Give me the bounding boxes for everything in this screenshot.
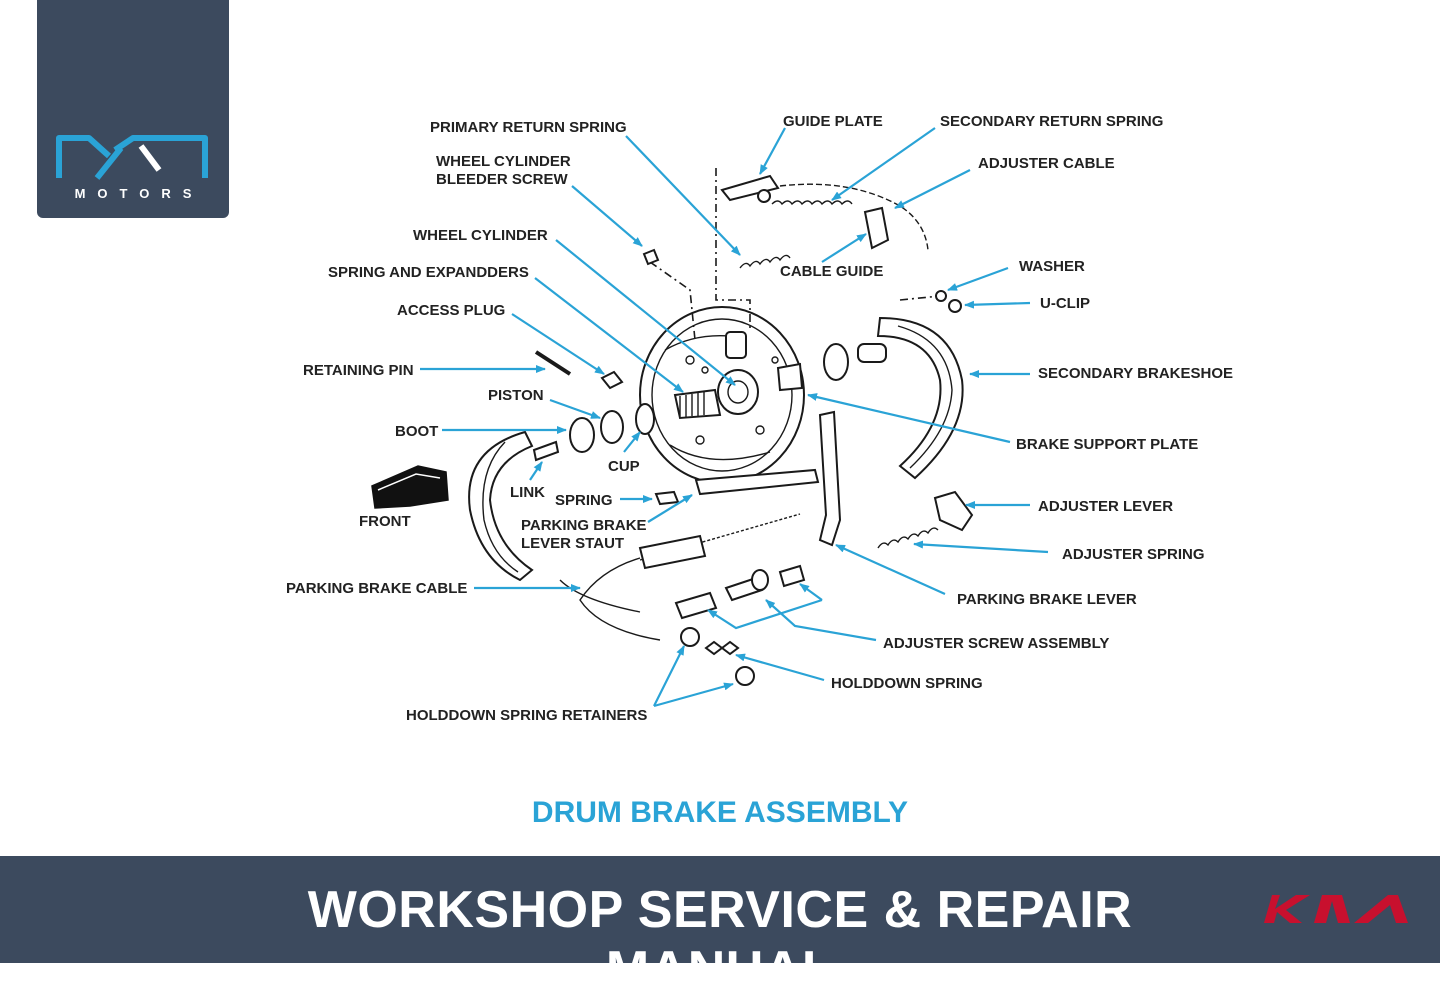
piston-drawing [600, 410, 624, 444]
label-adjuster-screw-assembly: ADJUSTER SCREW ASSEMBLY [883, 635, 1109, 652]
label-parking-brake-lever-staut-line2: LEVER STAUT [521, 535, 624, 552]
adjuster-screw-assembly-drawing [674, 564, 806, 620]
label-link: LINK [510, 484, 545, 501]
spring-drawing [654, 490, 680, 506]
drum-brake-diagram: PRIMARY RETURN SPRING GUIDE PLATE SECOND… [286, 113, 1233, 724]
label-primary-return-spring: PRIMARY RETURN SPRING [430, 119, 627, 136]
label-adjuster-lever: ADJUSTER LEVER [1038, 498, 1173, 515]
u-clip-drawing [948, 299, 962, 313]
leader-arrows [420, 127, 1049, 708]
label-parking-brake-lever-staut-line1: PARKING BRAKE [521, 517, 647, 534]
label-parking-brake-cable: PARKING BRAKE CABLE [286, 580, 467, 597]
label-guide-plate: GUIDE PLATE [783, 113, 883, 130]
label-adjuster-spring: ADJUSTER SPRING [1062, 546, 1205, 563]
label-wheel-cylinder: WHEEL CYLINDER [413, 227, 548, 244]
logo-wordmark: MOTORS [74, 186, 204, 201]
label-front: FRONT [359, 513, 411, 530]
adjuster-spring-drawing [877, 527, 939, 549]
part-labels: PRIMARY RETURN SPRING GUIDE PLATE SECOND… [286, 113, 1233, 724]
label-washer: WASHER [1019, 258, 1085, 275]
holddown-retainer-1-drawing [680, 627, 700, 647]
guide-plate-drawing [720, 174, 929, 251]
label-u-clip: U-CLIP [1040, 295, 1090, 312]
label-secondary-brakeshoe: SECONDARY BRAKESHOE [1038, 365, 1233, 382]
diagram-title: DRUM BRAKE ASSEMBLY [531, 796, 909, 829]
label-cup: CUP [608, 458, 640, 475]
holddown-retainer-2-drawing [735, 666, 755, 686]
label-retaining-pin: RETAINING PIN [303, 362, 414, 379]
kia-logo-icon [1264, 895, 1408, 923]
footer-banner: WORKSHOP SERVICE & REPAIR MANUAL [0, 856, 1440, 999]
primary-brakeshoe-drawing [468, 430, 534, 582]
label-spring-and-expandders: SPRING AND EXPANDDERS [328, 264, 529, 281]
label-piston: PISTON [488, 387, 544, 404]
label-holddown-spring-retainers: HOLDDOWN SPRING RETAINERS [406, 707, 647, 724]
wheel-cylinder-drawing [673, 331, 804, 420]
retaining-pin-drawing [534, 350, 572, 376]
link-drawing [532, 440, 560, 462]
primary-return-spring-drawing [739, 254, 791, 269]
label-boot: BOOT [395, 423, 438, 440]
label-wheel-cylinder-bleeder-screw-line2: BLEEDER SCREW [436, 171, 569, 188]
brand-logo-panel: MOTORS [37, 0, 229, 218]
brake-support-plate-drawing [639, 306, 805, 484]
boot-drawing [569, 417, 595, 453]
footer-title: WORKSHOP SERVICE & REPAIR MANUAL [307, 881, 1133, 999]
label-adjuster-cable: ADJUSTER CABLE [978, 155, 1115, 172]
label-cable-guide: CABLE GUIDE [780, 263, 883, 280]
label-spring: SPRING [555, 492, 613, 509]
parking-brake-lever-drawing [818, 410, 842, 547]
label-access-plug: ACCESS PLUG [397, 302, 505, 319]
parking-brake-cable-drawing [559, 513, 801, 641]
label-wheel-cylinder-bleeder-screw-line1: WHEEL CYLINDER [436, 153, 571, 170]
parking-brake-lever-staut-drawing [694, 468, 820, 496]
label-parking-brake-lever: PARKING BRAKE LEVER [957, 591, 1137, 608]
parts-drawing [371, 168, 974, 686]
cup-drawing [635, 403, 655, 435]
mm-motors-logo-icon [56, 135, 208, 180]
holddown-spring-drawing [704, 640, 740, 656]
adjuster-lever-drawing [933, 490, 974, 532]
access-plug-drawing [600, 370, 624, 390]
secondary-brakeshoe-drawing [876, 316, 964, 480]
label-secondary-return-spring: SECONDARY RETURN SPRING [940, 113, 1163, 130]
bleeder-screw-drawing [642, 248, 660, 266]
label-brake-support-plate: BRAKE SUPPORT PLATE [1016, 436, 1198, 453]
label-holddown-spring: HOLDDOWN SPRING [831, 675, 983, 692]
washer-drawing [935, 290, 947, 302]
